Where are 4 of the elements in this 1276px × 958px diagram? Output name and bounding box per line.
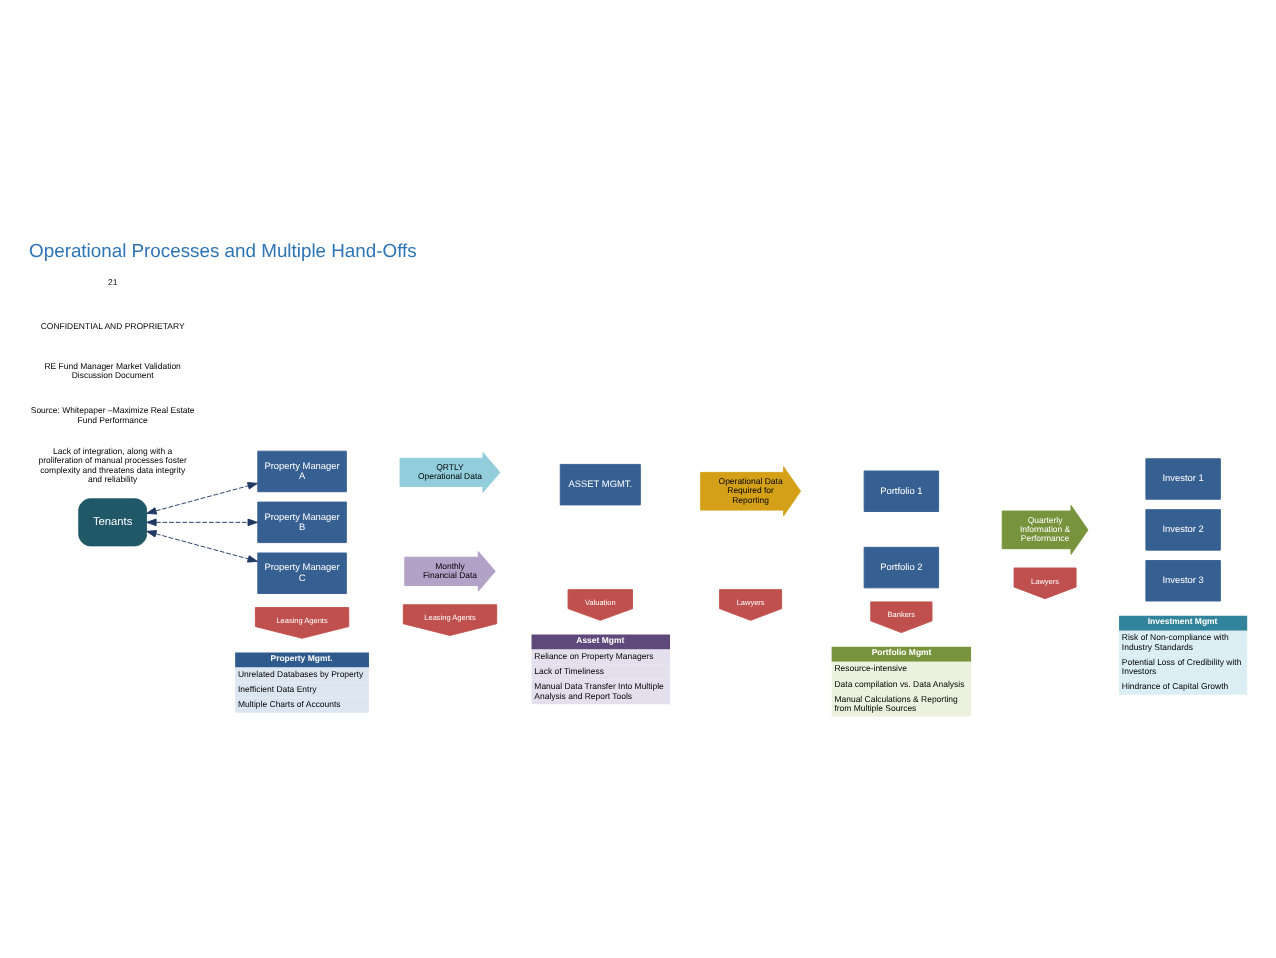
arrow <box>146 482 258 515</box>
arrow <box>146 530 258 563</box>
arrow <box>146 518 258 527</box>
diagram-title: Operational Processes and Multiple Hand-Offs <box>29 238 417 261</box>
